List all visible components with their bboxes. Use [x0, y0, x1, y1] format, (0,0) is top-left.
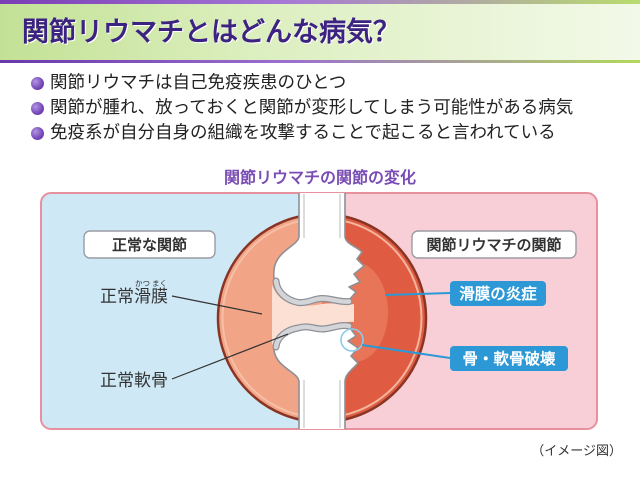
synovitis-box	[450, 281, 546, 306]
bullet-text: 関節リウマチは自己免疫疾患のひとつ	[50, 73, 347, 93]
lower-cartilage	[273, 323, 352, 350]
destruction-callout: 骨・軟骨破壊	[340, 328, 568, 371]
normal-cartilage-annotation: 正常軟骨	[100, 333, 289, 391]
title-underline	[0, 60, 640, 63]
normal-synovium-ruby-maku: まく	[152, 279, 167, 288]
lower-bone	[273, 326, 359, 429]
bullet-icon	[31, 77, 44, 90]
normal-cartilage-leader	[171, 333, 289, 380]
ra-joint-label-box	[411, 230, 577, 259]
normal-joint-label: 正常な関節	[83, 230, 216, 259]
normal-synovium-label: 正常滑膜	[100, 287, 168, 307]
normal-synovium-annotation: かつ まく 正常滑膜	[100, 279, 263, 315]
bullet-text: 関節が腫れ、放っておくと関節が変形してしまう可能性がある病気	[50, 98, 574, 118]
top-stripe	[0, 0, 640, 4]
destruction-box	[450, 346, 568, 371]
joint-diagram: 正常な関節 関節リウマチの関節 かつ まく 正常滑膜 正常軟骨 滑膜の炎症	[40, 192, 598, 430]
ra-joint-label: 関節リウマチの関節	[411, 230, 577, 259]
synovitis-text: 滑膜の炎症	[459, 284, 537, 303]
bullet-list: 関節リウマチは自己免疫疾患のひとつ 関節が腫れ、放っておくと関節が変形してしまう…	[0, 71, 573, 146]
title-bar: 関節リウマチとはどんな病気？	[0, 4, 640, 60]
joint-space	[272, 285, 354, 345]
bullet-icon	[31, 102, 44, 115]
normal-cartilage-label: 正常軟骨	[100, 371, 168, 391]
ra-joint-label-text: 関節リウマチの関節	[426, 236, 561, 254]
destruction-leader	[361, 344, 451, 359]
bullet-item: 関節リウマチは自己免疫疾患のひとつ	[0, 71, 573, 96]
destruction-marker	[340, 328, 364, 352]
cartilage	[272, 277, 353, 351]
upper-cartilage	[273, 278, 352, 305]
bullet-item: 免疫系が自分自身の組織を攻撃することで起こると言われている	[0, 121, 573, 146]
synovitis-callout: 滑膜の炎症	[384, 281, 546, 306]
normal-joint-label-text: 正常な関節	[112, 236, 187, 254]
normal-joint-label-box	[83, 230, 216, 259]
normal-synovium-leader	[171, 295, 263, 315]
destruction-text: 骨・軟骨破壊	[462, 349, 556, 368]
bullet-text: 免疫系が自分自身の組織を攻撃することで起こると言われている	[50, 123, 556, 143]
image-caption: （イメージ図）	[531, 444, 622, 459]
bullet-item: 関節が腫れ、放っておくと関節が変形してしまう可能性がある病気	[0, 96, 573, 121]
normal-synovium-ruby-katsu: かつ	[135, 279, 150, 288]
synovitis-leader	[384, 292, 451, 296]
bullet-icon	[31, 127, 44, 140]
slide-title: 関節リウマチとはどんな病気？	[22, 17, 400, 48]
diagram-title: 関節リウマチの関節の変化	[223, 168, 416, 187]
